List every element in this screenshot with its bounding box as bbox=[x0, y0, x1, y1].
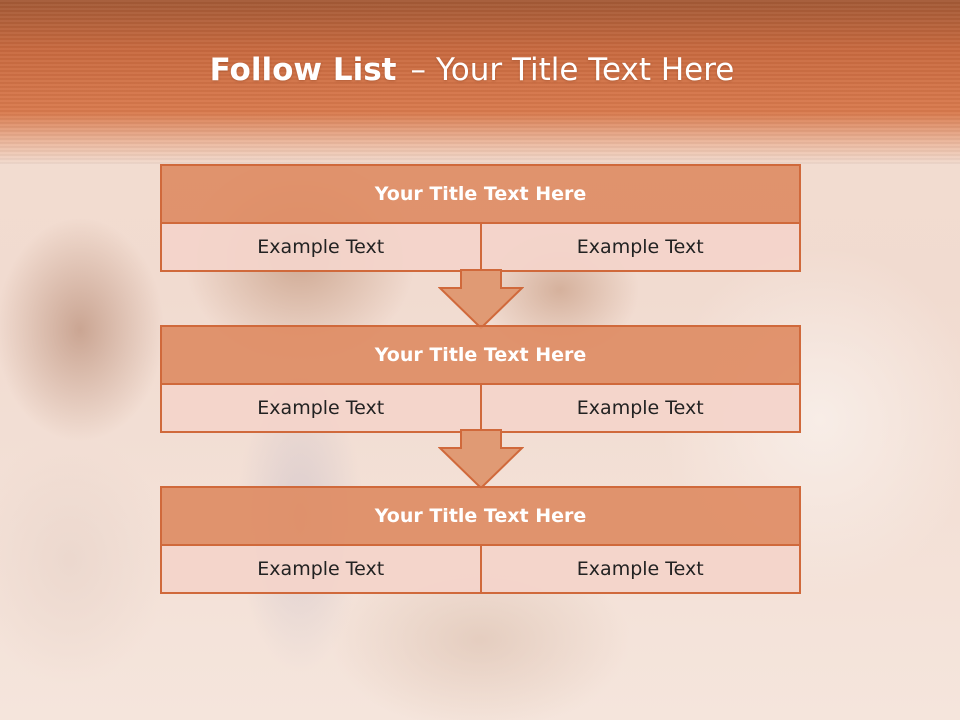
down-arrow-icon bbox=[438, 429, 524, 490]
page-title-bold: Follow List bbox=[209, 52, 397, 88]
block-cell-left: Example Text bbox=[162, 385, 480, 431]
block-row: Example Text Example Text bbox=[162, 385, 799, 431]
block-cell-left: Example Text bbox=[162, 224, 480, 270]
page-title-rest: Your Title Text Here bbox=[435, 52, 735, 88]
block-cell-left: Example Text bbox=[162, 546, 480, 592]
block-header: Your Title Text Here bbox=[162, 488, 799, 546]
block-cell-right: Example Text bbox=[479, 224, 799, 270]
list-block-1: Your Title Text Here Example Text Exampl… bbox=[160, 164, 801, 272]
list-block-2: Your Title Text Here Example Text Exampl… bbox=[160, 325, 801, 433]
block-cell-right: Example Text bbox=[479, 546, 799, 592]
page-title-separator: – bbox=[410, 52, 426, 88]
block-row: Example Text Example Text bbox=[162, 224, 799, 270]
block-header: Your Title Text Here bbox=[162, 327, 799, 385]
list-block-3: Your Title Text Here Example Text Exampl… bbox=[160, 486, 801, 594]
block-row: Example Text Example Text bbox=[162, 546, 799, 592]
block-cell-right: Example Text bbox=[479, 385, 799, 431]
down-arrow-icon bbox=[438, 269, 524, 330]
title-band bbox=[0, 0, 960, 165]
page-title: Follow List–Your Title Text Here bbox=[0, 52, 944, 88]
block-header: Your Title Text Here bbox=[162, 166, 799, 224]
